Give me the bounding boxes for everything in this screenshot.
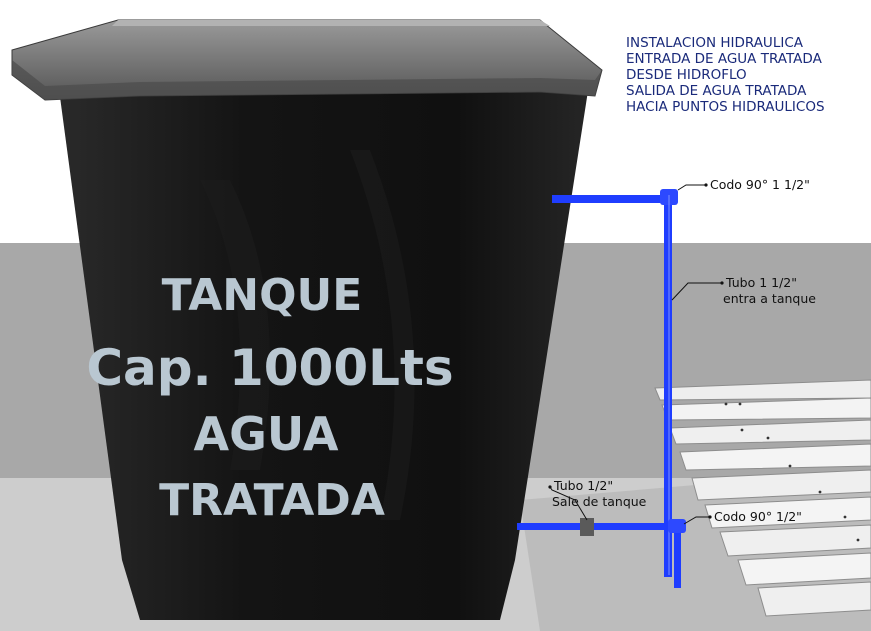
tank-label-line3: AGUA bbox=[194, 407, 339, 461]
note-line: HACIA PUNTOS HIDRAULICOS bbox=[626, 99, 825, 115]
svg-text:entra a tanque: entra a tanque bbox=[723, 291, 816, 306]
svg-text:Tubo 1 1/2": Tubo 1 1/2" bbox=[725, 275, 797, 290]
note-line: ENTRADA DE AGUA TRATADA bbox=[626, 51, 822, 67]
concrete-slab-stack bbox=[654, 379, 871, 617]
callout-codo-top: Codo 90° 1 1/2" bbox=[677, 177, 810, 192]
note-line: INSTALACION HIDRAULICA bbox=[626, 35, 803, 51]
callout-tubo-inlet: Tubo 1 1/2" entra a tanque bbox=[671, 275, 816, 306]
svg-text:Codo 90° 1 1/2": Codo 90° 1 1/2" bbox=[710, 177, 810, 192]
note-line: SALIDA DE AGUA TRATADA bbox=[626, 83, 807, 99]
elbow-90-1-2 bbox=[668, 519, 686, 533]
tank-label-line4: TRATADA bbox=[159, 475, 385, 526]
installation-notes: INSTALACION HIDRAULICA ENTRADA DE AGUA T… bbox=[626, 35, 825, 115]
tank-label-line2: Cap. 1000Lts bbox=[86, 339, 453, 397]
inlet-pipe-1-1-2 bbox=[552, 189, 678, 577]
svg-text:Tubo 1/2": Tubo 1/2" bbox=[553, 478, 613, 493]
outlet-pipe-1-2 bbox=[517, 518, 686, 588]
tank-lid bbox=[11, 19, 603, 101]
callout-codo-bottom: Codo 90° 1/2" bbox=[683, 509, 802, 525]
svg-text:Codo 90° 1/2": Codo 90° 1/2" bbox=[714, 509, 802, 524]
valve bbox=[580, 518, 594, 536]
svg-text:Sale de tanque: Sale de tanque bbox=[552, 494, 647, 509]
callout-tubo-outlet: Tubo 1/2" Sale de tanque bbox=[548, 478, 647, 521]
tank-body bbox=[58, 78, 590, 620]
note-line: DESDE HIDROFLO bbox=[626, 67, 747, 83]
tank-label-line1: TANQUE bbox=[162, 270, 363, 321]
